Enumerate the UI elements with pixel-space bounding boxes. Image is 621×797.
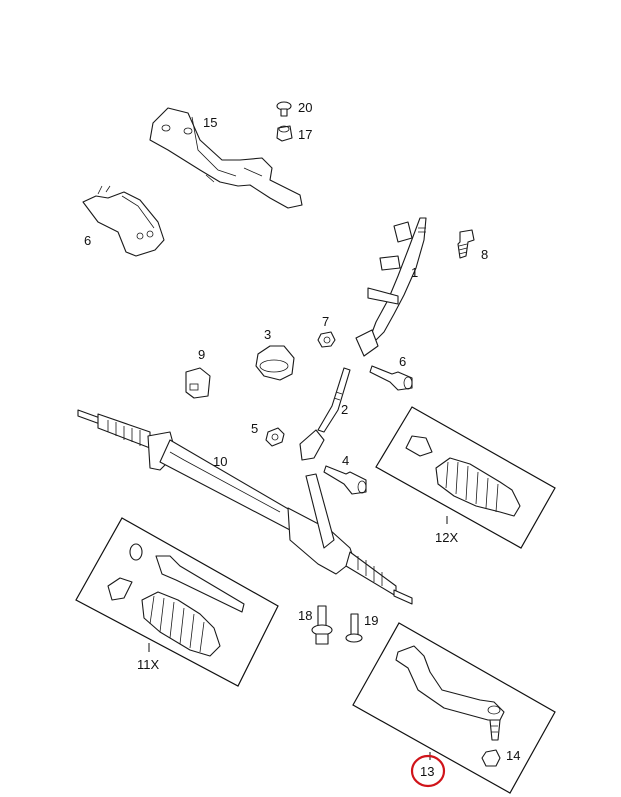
callout-5: 5 (251, 421, 258, 436)
callout-9: 9 (198, 347, 205, 362)
part-9-bushing[interactable] (185, 367, 211, 399)
part-7-nut[interactable] (317, 331, 336, 348)
callout-7: 7 (322, 314, 329, 329)
part-3-dust-boot[interactable] (255, 345, 295, 381)
callout-12x: 12X (435, 530, 458, 545)
part-5-nut[interactable] (265, 427, 285, 447)
part-14-nut[interactable] (481, 749, 501, 767)
callout-14: 14 (506, 748, 520, 763)
part-1-steering-column[interactable] (355, 217, 427, 357)
callout-20: 20 (298, 100, 312, 115)
part-8-screw[interactable] (457, 229, 475, 259)
callout-1: 1 (411, 265, 418, 280)
callout-15: 15 (203, 115, 217, 130)
part-17-clip-nut[interactable] (276, 125, 293, 142)
part-2-intermediate-shaft[interactable] (299, 367, 351, 461)
callout-6: 6 (399, 354, 406, 369)
callout-10: 10 (213, 454, 227, 469)
callout-16: 6 (84, 233, 91, 248)
part-20-screw[interactable] (276, 101, 292, 117)
part-4-bolt[interactable] (323, 465, 367, 495)
part-19-bolt[interactable] (345, 613, 363, 643)
callout-18: 18 (298, 608, 312, 623)
kit-12x-box[interactable] (375, 406, 556, 549)
part-10-steering-rack[interactable] (77, 409, 413, 605)
callout-8: 8 (481, 247, 488, 262)
part-6-bolt[interactable] (369, 365, 413, 391)
callout-3: 3 (264, 327, 271, 342)
kit-13-box[interactable] (352, 622, 556, 794)
part-15-bracket[interactable] (149, 107, 303, 209)
kit-11x-box[interactable] (75, 517, 279, 687)
callout-4: 4 (342, 453, 349, 468)
part-18-bolt[interactable] (311, 605, 333, 645)
callout-19: 19 (364, 613, 378, 628)
part-16-heat-shield[interactable] (82, 185, 165, 257)
callout-11x: 11X (137, 657, 159, 672)
callout-13[interactable]: 13 (420, 764, 434, 779)
highlight-circle (410, 754, 446, 788)
callout-17: 17 (298, 127, 312, 142)
callout-2: 2 (341, 402, 348, 417)
